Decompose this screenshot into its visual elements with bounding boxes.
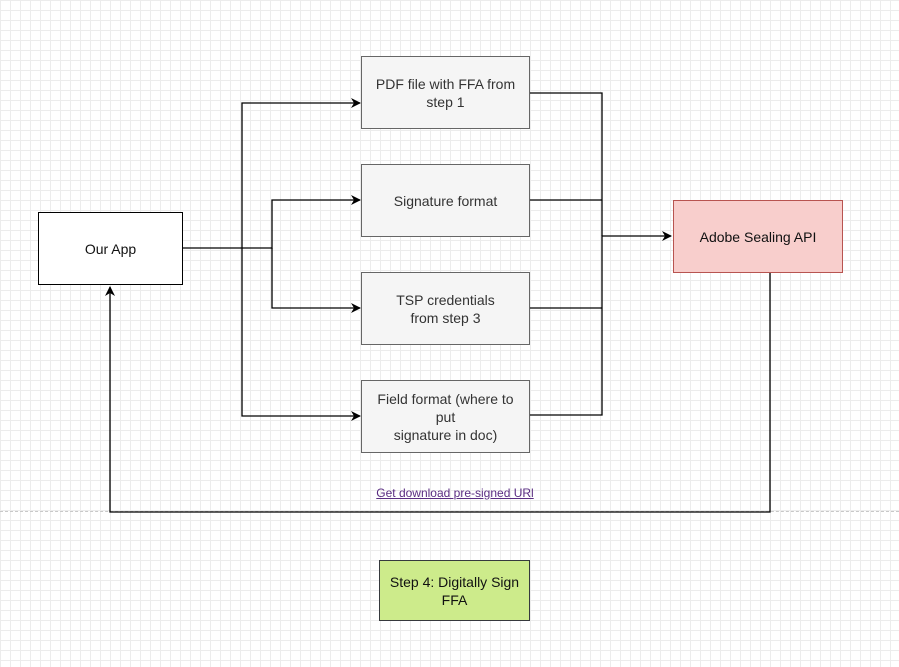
download-url-edge-label[interactable]: Get download pre-signed URl	[376, 486, 534, 500]
edge-app-to-signature[interactable]	[242, 195, 361, 249]
tsp-credentials-node[interactable]: TSP credentials from step 3	[361, 272, 530, 345]
step-4-label-node[interactable]: Step 4: Digitally Sign FFA	[379, 560, 530, 621]
edge-field-to-adobe[interactable]	[530, 231, 672, 416]
edge-app-to-tsp[interactable]	[271, 248, 361, 313]
signature-format-node[interactable]: Signature format	[361, 164, 530, 237]
our-app-node[interactable]: Our App	[38, 212, 183, 285]
edge-app-to-pdf[interactable]	[183, 98, 361, 249]
adobe-sealing-api-node[interactable]: Adobe Sealing API	[673, 200, 843, 273]
pdf-file-node[interactable]: PDF file with FFA from step 1	[361, 56, 530, 129]
field-format-node[interactable]: Field format (where to put signature in …	[361, 380, 530, 453]
edge-pdf-to-adobe[interactable]	[530, 92, 603, 236]
edge-adobe-to-app[interactable]	[105, 273, 771, 513]
edge-app-to-field[interactable]	[241, 248, 361, 421]
